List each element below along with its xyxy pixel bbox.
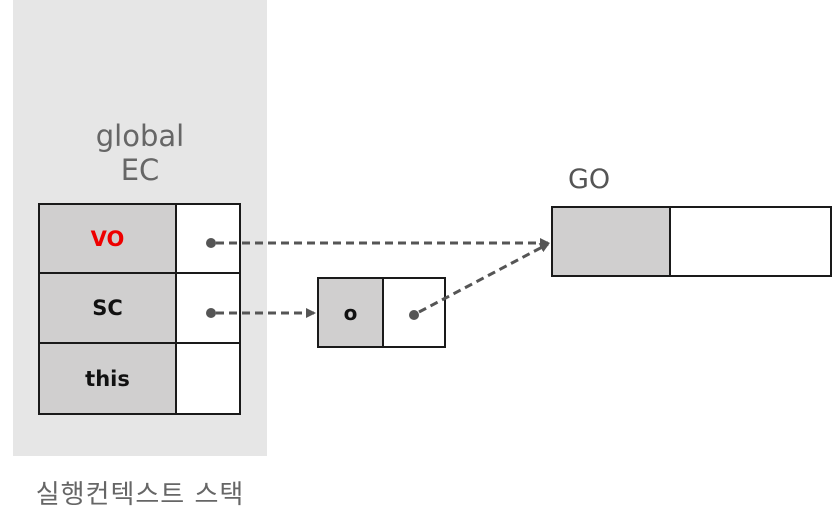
ec-label-line2: EC — [120, 153, 160, 187]
scope-to-go-arrow — [418, 242, 550, 314]
vo-pointer-dot — [206, 238, 216, 248]
ec-row-sc-value — [175, 272, 241, 344]
stack-caption: 실행컨텍스트 스택 — [35, 480, 245, 510]
go-left-cell — [551, 206, 671, 277]
ec-row-this-label: this — [38, 342, 177, 415]
ec-label-line1: global — [95, 119, 185, 153]
ec-row-this-value — [175, 342, 241, 415]
go-label: GO — [568, 164, 611, 195]
sc-pointer-dot — [206, 308, 216, 318]
scope-pointer-dot — [409, 310, 419, 320]
go-right-cell — [669, 206, 832, 277]
